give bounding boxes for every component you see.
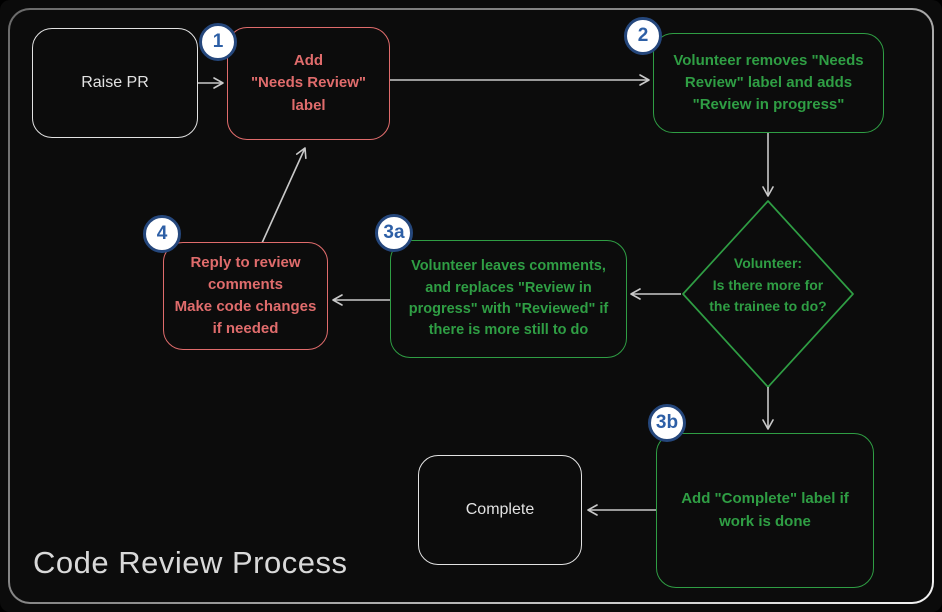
- node-add-needs-review: Add "Needs Review" label: [227, 27, 390, 140]
- badge-step-4: 4: [143, 215, 181, 253]
- node-volunteer-removes-label: Volunteer removes "Needs Review" label a…: [653, 33, 884, 133]
- badge-step-2: 2: [624, 17, 662, 55]
- edge-step4-to-step1: [261, 147, 307, 244]
- node-decision-label: Volunteer: Is there more for the trainee…: [709, 255, 827, 315]
- node-complete: Complete: [418, 455, 582, 565]
- node-raise-pr: Raise PR: [32, 28, 198, 138]
- node-add-complete-label: Add "Complete" label if work is done: [656, 433, 874, 588]
- node-reply-to-review: Reply to review comments Make code chang…: [163, 242, 328, 350]
- badge-step-3b: 3b: [648, 404, 686, 442]
- node-volunteer-leaves-comments: Volunteer leaves comments, and replaces …: [390, 240, 627, 358]
- badge-step-3a: 3a: [375, 214, 413, 252]
- diagram-title: Code Review Process: [33, 545, 348, 580]
- badge-step-1: 1: [199, 23, 237, 61]
